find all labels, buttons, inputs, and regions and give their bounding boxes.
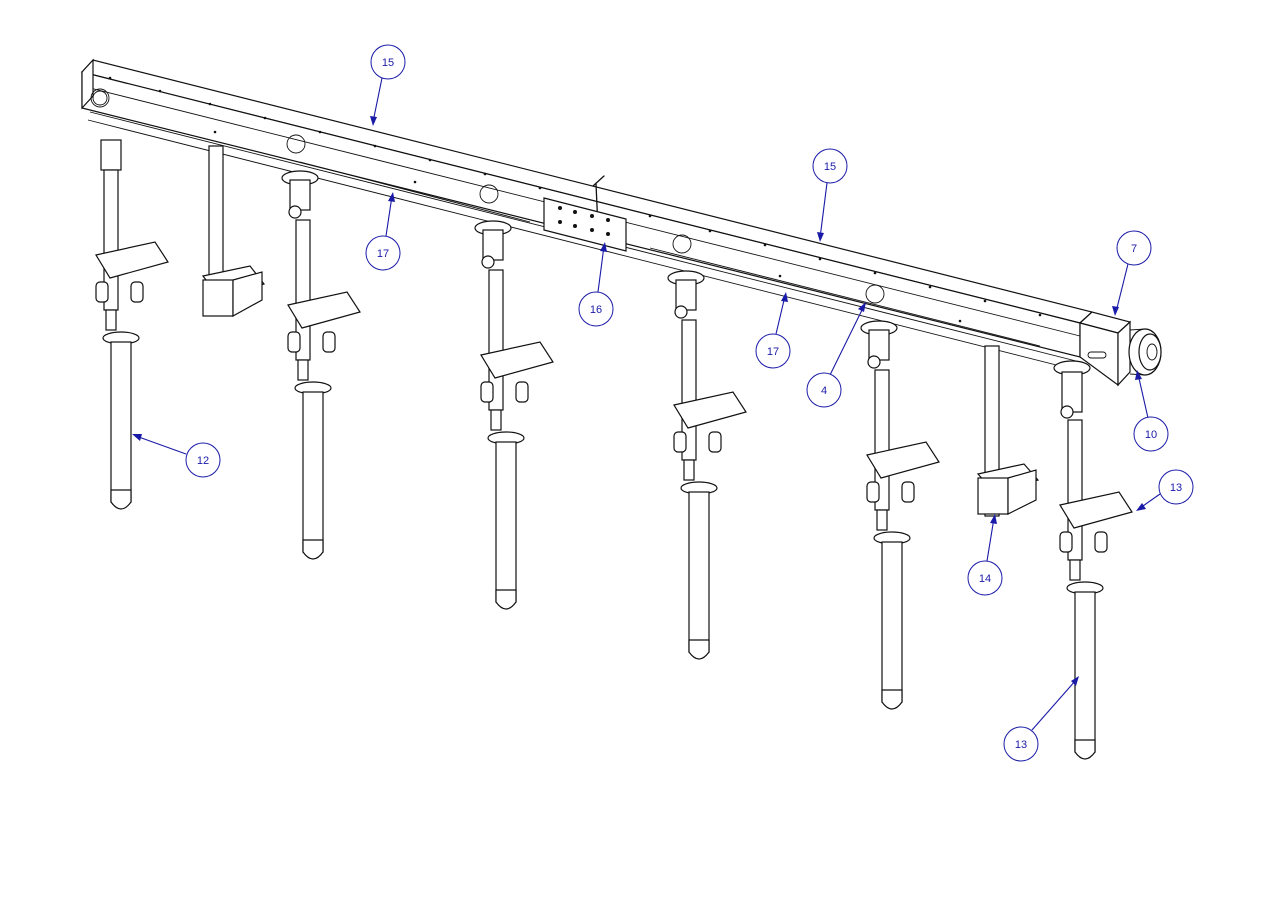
probe-assembly [860, 284, 940, 710]
probe-assembly [1053, 360, 1133, 760]
callout-label: 13 [1015, 739, 1027, 751]
callout-balloon: 17 [755, 292, 791, 369]
support-bracket [976, 345, 1040, 517]
callout-label: 17 [377, 248, 389, 260]
callout-balloon: 13 [1003, 676, 1079, 762]
callout-balloon: 4 [806, 302, 866, 408]
drive-motor [1128, 328, 1162, 376]
callout-balloon: 15 [370, 44, 406, 126]
support-bracket [201, 145, 266, 318]
probe-assembly [474, 184, 554, 610]
callout-label: 17 [767, 346, 779, 358]
callout-label: 10 [1145, 429, 1157, 441]
callout-balloon: 13 [1136, 469, 1194, 511]
callout-balloon: 12 [132, 434, 221, 478]
probe-assembly [281, 134, 361, 560]
callout-label: 14 [979, 573, 991, 585]
callout-label: 15 [824, 161, 836, 173]
callout-balloon: 17 [365, 192, 401, 271]
splice-plate [543, 197, 627, 252]
callout-label: 16 [590, 304, 602, 316]
beam-rivets [108, 76, 1042, 323]
callout-balloon: 10 [1133, 370, 1169, 452]
callout-label: 13 [1170, 482, 1182, 494]
callout-balloon: 15 [812, 148, 848, 242]
callout-balloon: 16 [578, 242, 614, 327]
callout-label: 7 [1131, 243, 1137, 255]
probe-assembly [90, 88, 169, 510]
callout-label: 12 [197, 455, 209, 467]
callout-label: 15 [382, 57, 394, 69]
drive-box [1078, 311, 1132, 387]
callout-balloon: 14 [967, 514, 1003, 596]
callout-balloon: 7 [1112, 230, 1152, 316]
callout-label: 4 [821, 385, 827, 397]
probe-assembly [667, 234, 747, 660]
